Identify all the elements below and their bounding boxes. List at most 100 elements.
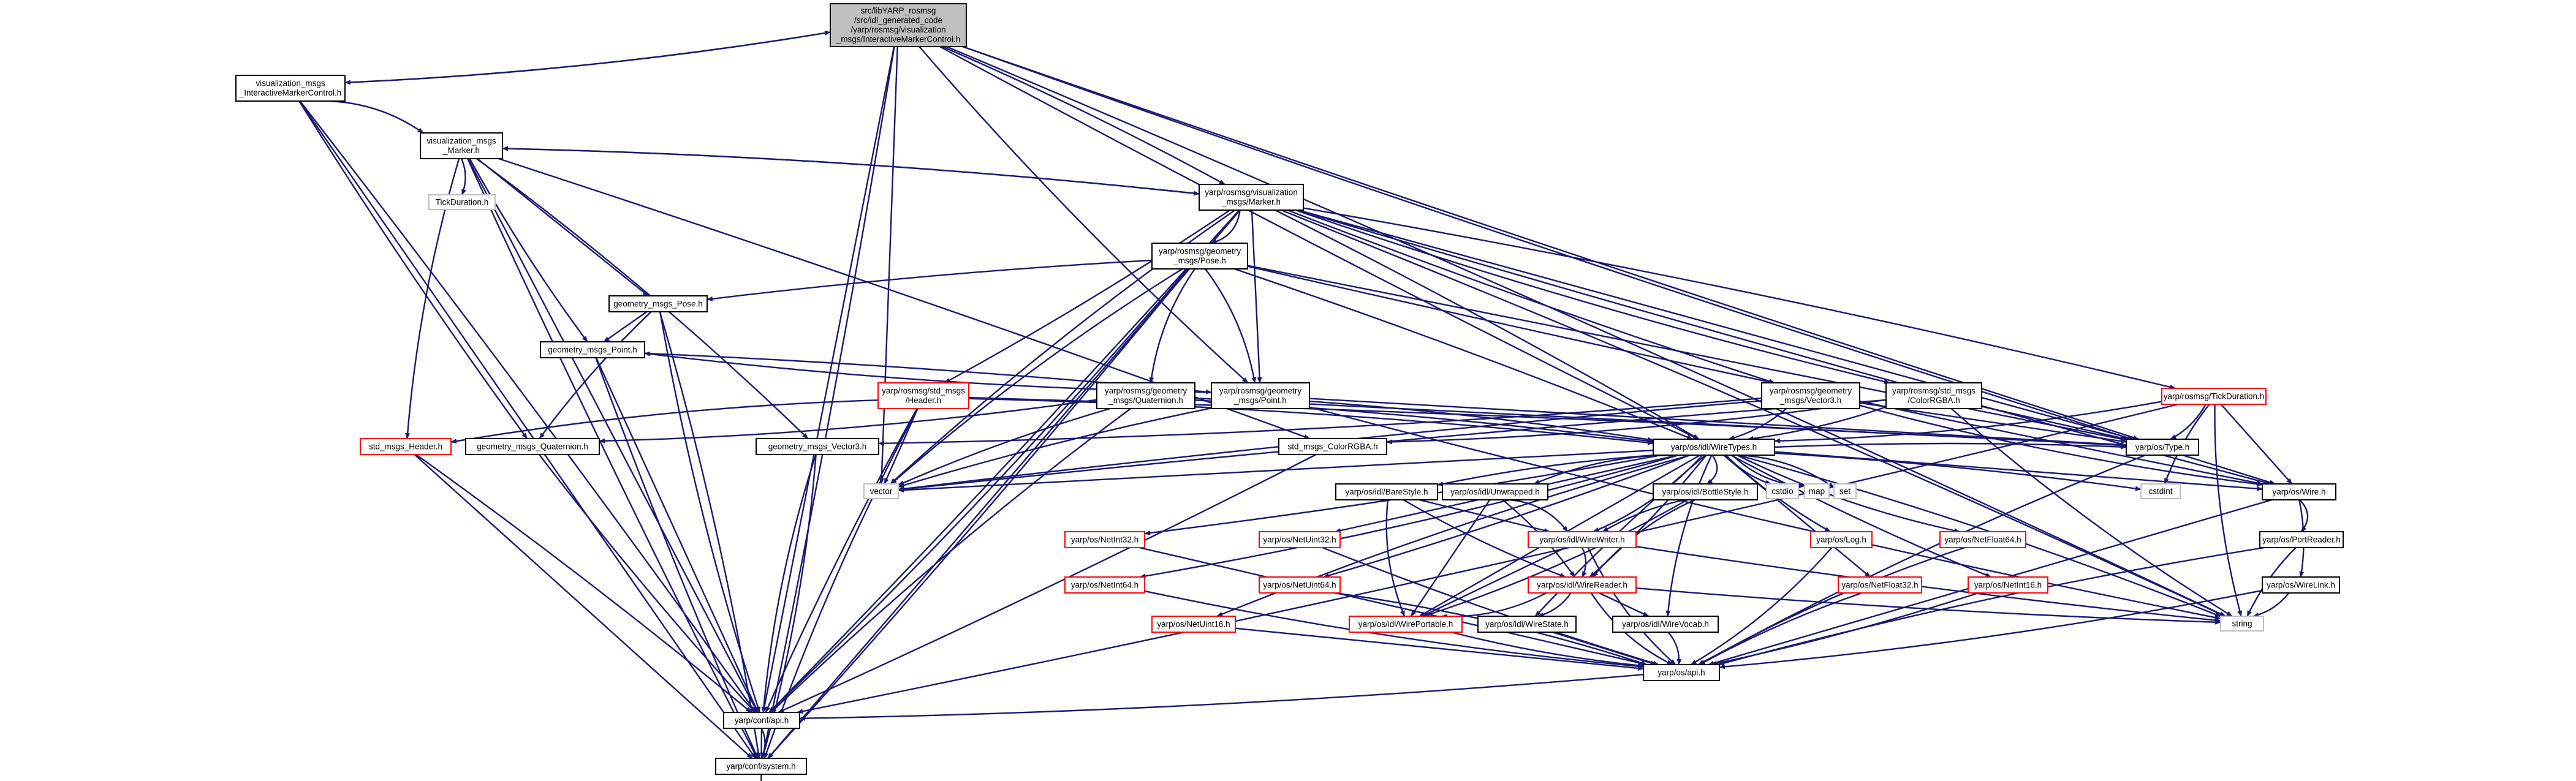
node-confsystem[interactable]: yarp/conf/system.h <box>715 758 807 775</box>
node-label-line: yarp/rosmsg/std_msgs <box>1892 387 1976 396</box>
node-yvec3[interactable]: yarp/rosmsg/geometry_msgs/Vector3.h <box>1761 382 1860 409</box>
node-label-line: yarp/rosmsg/TickDuration.h <box>2164 391 2265 401</box>
edge-sheader-to-confapi <box>415 454 752 713</box>
node-box <box>1612 616 1719 633</box>
file-nodes: src/libYARP_rosmsg/src/idl_generated_cod… <box>235 3 2344 775</box>
edge-bottlestyle-to-wirereader <box>1592 499 1695 578</box>
node-wirewriter[interactable]: yarp/os/idl/WireWriter.h <box>1528 531 1637 548</box>
node-vmarker[interactable]: visualization_msgs_Marker.h <box>420 132 503 159</box>
node-label-line: _InteractiveMarkerControl.h <box>239 88 342 97</box>
edge-ymarker-to-ostype <box>1298 209 2134 440</box>
node-box <box>1804 483 1830 499</box>
node-label-line: yarp/os/idl/WireVocab.h <box>1622 619 1709 628</box>
node-box <box>465 438 600 455</box>
node-box <box>360 438 452 455</box>
edge-ypoint-to-ostype <box>1309 398 2127 448</box>
node-wire[interactable]: yarp/os/Wire.h <box>2262 483 2336 500</box>
node-label-line: yarp/os/NetUint64.h <box>1263 580 1336 589</box>
node-label-line: _Marker.h <box>442 146 480 155</box>
node-barestyle[interactable]: yarp/os/idl/BareStyle.h <box>1335 483 1438 500</box>
node-bottlestyle[interactable]: yarp/os/idl/BottleStyle.h <box>1653 483 1758 500</box>
node-label-line: std_msgs_Header.h <box>369 442 442 451</box>
node-portreader[interactable]: yarp/os/PortReader.h <box>2259 531 2344 548</box>
node-sheader[interactable]: std_msgs_Header.h <box>360 438 452 455</box>
node-netint16[interactable]: yarp/os/NetInt16.h <box>1968 576 2048 594</box>
edge-vmarker-to-confsystem <box>467 158 758 759</box>
edge-wiretypes-to-netfloat64 <box>1737 454 1961 534</box>
node-focus[interactable]: src/libYARP_rosmsg/src/idl_generated_cod… <box>830 3 967 47</box>
edge-focus-to-ymarker <box>942 45 1225 186</box>
edge-gpose-to-gquat <box>539 311 652 439</box>
edge-wiretypes-to-netint64 <box>1139 454 1679 579</box>
edge-wiretypes-to-cstdio <box>1726 455 1772 485</box>
edge-ytick-to-wire <box>2220 404 2293 485</box>
node-label-line: geometry_msgs_Vector3.h <box>768 442 867 451</box>
node-netint64[interactable]: yarp/os/NetInt64.h <box>1064 576 1145 594</box>
node-netfloat64[interactable]: yarp/os/NetFloat64.h <box>1939 531 2026 548</box>
edge-focus-to-string <box>946 45 2227 617</box>
edge-wiretypes-to-string <box>1737 454 2221 617</box>
node-label-line: set <box>1839 486 1851 496</box>
node-imc[interactable]: visualization_msgs_InteractiveMarkerCont… <box>235 75 346 102</box>
node-ycolor[interactable]: yarp/rosmsg/std_msgs/ColorRGBA.h <box>1885 382 1982 409</box>
edge-wirereader-to-wirevocab <box>1599 592 1650 617</box>
edge-ymarker-to-yheader <box>944 209 1230 384</box>
node-gpose[interactable]: geometry_msgs_Pose.h <box>608 295 708 312</box>
node-wirereader[interactable]: yarp/os/idl/WireReader.h <box>1528 576 1637 594</box>
node-box <box>1064 531 1145 548</box>
node-cstdint: cstdint <box>2140 483 2181 499</box>
node-label-line: cstdint <box>2148 486 2172 496</box>
node-label-line: yarp/os/NetFloat64.h <box>1944 535 2021 544</box>
node-wirevocab[interactable]: yarp/os/idl/WireVocab.h <box>1612 616 1719 633</box>
node-gquat[interactable]: geometry_msgs_Quaternion.h <box>465 438 600 455</box>
node-netuint32[interactable]: yarp/os/NetUint32.h <box>1259 531 1341 548</box>
edge-gpose-to-confsystem <box>659 311 761 759</box>
edge-focus-to-wire <box>962 45 2276 485</box>
node-wireportable[interactable]: yarp/os/idl/WirePortable.h <box>1349 616 1463 633</box>
node-label-line: geometry_msgs_Quaternion.h <box>477 442 588 451</box>
edge-yvec3-to-gvec3 <box>878 397 1762 446</box>
node-box <box>1968 576 2048 594</box>
edge-wirevocab-to-osapi <box>1667 632 1682 665</box>
node-label-line: _msgs/Pose.h <box>1173 256 1226 265</box>
node-wirestate[interactable]: yarp/os/idl/WireState.h <box>1477 616 1577 633</box>
edge-wirewriter-to-wireportable <box>1422 546 1566 617</box>
node-unwrapped[interactable]: yarp/os/idl/Unwrapped.h <box>1442 483 1548 500</box>
edge-ycolor-to-scolor <box>1386 399 1887 445</box>
node-scolor[interactable]: std_msgs_ColorRGBA.h <box>1278 438 1387 455</box>
node-ytick[interactable]: yarp/rosmsg/TickDuration.h <box>2161 388 2267 405</box>
node-netfloat32[interactable]: yarp/os/NetFloat32.h <box>1838 576 1922 594</box>
node-wiretypes[interactable]: yarp/os/idl/WireTypes.h <box>1653 439 1775 456</box>
edge-ymarker-to-wire <box>1297 209 2271 485</box>
node-yquat[interactable]: yarp/rosmsg/geometry_msgs/Quaternion.h <box>1096 382 1195 409</box>
node-ostype[interactable]: yarp/os/Type.h <box>2126 439 2199 456</box>
node-ypoint[interactable]: yarp/rosmsg/geometry_msgs/Point.h <box>1211 382 1310 409</box>
edge-focus-to-vector <box>879 46 898 485</box>
node-ypose[interactable]: yarp/rosmsg/geometry_msgs/Pose.h <box>1151 243 1248 270</box>
node-cstdio: cstdio <box>1766 483 1799 499</box>
node-wirelink[interactable]: yarp/os/WireLink.h <box>2262 576 2340 594</box>
node-box <box>608 295 708 312</box>
node-netint32[interactable]: yarp/os/NetInt32.h <box>1064 531 1145 548</box>
node-box <box>1151 616 1236 633</box>
edge-yheader-to-sheader <box>450 399 879 444</box>
node-netuint16[interactable]: yarp/os/NetUint16.h <box>1151 616 1236 633</box>
node-label-line: yarp/os/NetInt16.h <box>1974 580 2042 589</box>
node-gpoint[interactable]: geometry_msgs_Point.h <box>540 341 645 358</box>
edge-vmarker-to-tickdur <box>461 158 466 195</box>
edge-yvec3-to-wire <box>1859 404 2263 487</box>
node-yheader[interactable]: yarp/rosmsg/std_msgs/Header.h <box>877 382 969 409</box>
edge-yheader-to-vector <box>884 408 919 485</box>
node-label-line: std_msgs_ColorRGBA.h <box>1287 442 1377 451</box>
edge-yquat-to-vector <box>898 407 1111 486</box>
node-osapi[interactable]: yarp/os/api.h <box>1643 664 1720 681</box>
node-label-line: yarp/os/idl/WireReader.h <box>1537 580 1627 589</box>
node-log[interactable]: yarp/os/Log.h <box>1810 531 1873 548</box>
node-netuint64[interactable]: yarp/os/NetUint64.h <box>1259 576 1341 594</box>
node-box <box>715 758 807 775</box>
node-confapi[interactable]: yarp/conf/api.h <box>723 712 800 729</box>
node-label-line: yarp/rosmsg/geometry <box>1105 387 1188 396</box>
node-ymarker[interactable]: yarp/rosmsg/visualization_msgs/Marker.h <box>1199 184 1304 211</box>
node-gvec3[interactable]: geometry_msgs_Vector3.h <box>756 438 879 455</box>
